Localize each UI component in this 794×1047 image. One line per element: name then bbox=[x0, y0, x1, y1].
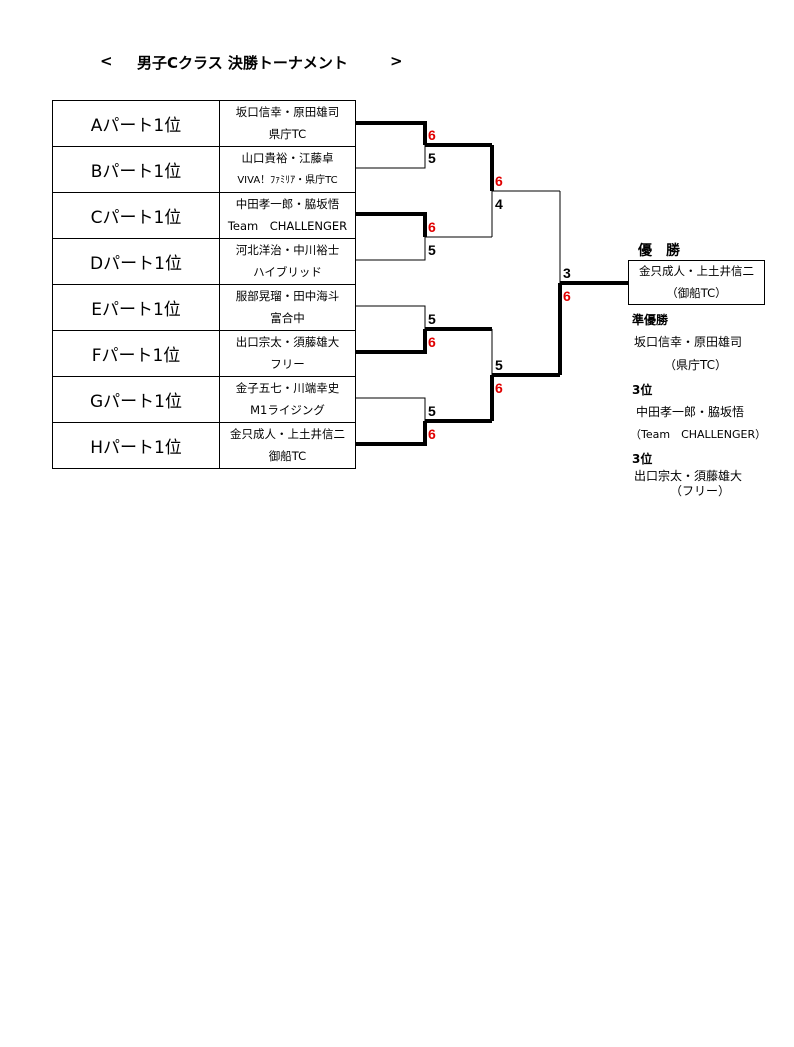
team-cell: 山口貴裕・江藤卓 VIVA！ﾌｧﾐﾘｱ・県庁TC bbox=[219, 146, 356, 193]
table-row: Bパート1位 山口貴裕・江藤卓 VIVA！ﾌｧﾐﾘｱ・県庁TC bbox=[52, 146, 356, 193]
final-score-top: 3 bbox=[563, 265, 571, 281]
team-club: フリー bbox=[270, 357, 305, 371]
entrant-table: Aパート1位 坂口信幸・原田雄司県庁TC Bパート1位 山口貴裕・江藤卓 VIVA… bbox=[52, 100, 356, 469]
title-text: 男子Cクラス 決勝トーナメント bbox=[137, 54, 348, 72]
score-h: 6 bbox=[428, 426, 436, 442]
bracket-line bbox=[356, 305, 426, 329]
score-e: 5 bbox=[428, 311, 436, 327]
score-c: 6 bbox=[428, 219, 436, 235]
team-club: ハイブリッド bbox=[253, 265, 322, 279]
team-club: M1ライジング bbox=[250, 403, 325, 417]
semi1-score-top: 6 bbox=[495, 173, 503, 189]
table-row: Gパート1位 金子五七・川端幸史 M1ライジング bbox=[52, 376, 356, 423]
bracket-line bbox=[356, 145, 426, 169]
runner-up-names: 坂口信幸・原田雄司 bbox=[634, 335, 743, 349]
score-g: 5 bbox=[428, 403, 436, 419]
bracket-line bbox=[356, 397, 426, 421]
third-label-1: 3位 bbox=[632, 383, 653, 397]
title-left-bracket: < bbox=[100, 52, 113, 70]
part-label: Aパート1位 bbox=[52, 100, 220, 147]
part-label: Gパート1位 bbox=[52, 376, 220, 423]
team-names: 坂口信幸・原田雄司 bbox=[235, 105, 340, 119]
page-title: < 男子Cクラス 決勝トーナメント > bbox=[100, 52, 420, 74]
bracket-line bbox=[356, 237, 426, 261]
score-b: 5 bbox=[428, 150, 436, 166]
bracket-line bbox=[356, 121, 427, 145]
team-cell: 金只成人・上土井信二御船TC bbox=[219, 422, 356, 469]
team-names: 山口貴裕・江藤卓 bbox=[241, 151, 334, 165]
score-a: 6 bbox=[428, 127, 436, 143]
semi1-score-bottom: 4 bbox=[495, 196, 503, 212]
team-names: 河北洋治・中川裕士 bbox=[235, 243, 340, 257]
team-cell: 服部晃瑠・田中海斗富合中 bbox=[219, 284, 356, 331]
third-club-1: （Team CHALLENGER） bbox=[630, 428, 767, 441]
table-row: Eパート1位 服部晃瑠・田中海斗富合中 bbox=[52, 284, 356, 331]
team-names: 服部晃瑠・田中海斗 bbox=[235, 289, 340, 303]
table-row: Dパート1位 河北洋治・中川裕士ハイブリッド bbox=[52, 238, 356, 285]
team-cell: 出口宗太・須藤雄大フリー bbox=[219, 330, 356, 377]
champion-box: 金只成人・上土井信二 （御船TC） bbox=[628, 260, 765, 305]
team-club: 県庁TC bbox=[268, 127, 307, 141]
team-club: 御船TC bbox=[268, 449, 307, 463]
third-label-2: 3位 bbox=[632, 452, 653, 466]
third-names-2: 出口宗太・須藤雄大 bbox=[634, 469, 743, 483]
third-club-2: （フリー） bbox=[670, 484, 731, 498]
bracket-line bbox=[356, 421, 427, 446]
bracket-line bbox=[356, 329, 427, 354]
score-d: 5 bbox=[428, 242, 436, 258]
table-row: Fパート1位 出口宗太・須藤雄大フリー bbox=[52, 330, 356, 377]
semi2-score-top: 5 bbox=[495, 357, 503, 373]
team-cell: 金子五七・川端幸史 M1ライジング bbox=[219, 376, 356, 423]
runner-up-club: （県庁TC） bbox=[664, 358, 728, 372]
runner-up-label: 準優勝 bbox=[632, 313, 669, 327]
part-label: Eパート1位 bbox=[52, 284, 220, 331]
table-row: Hパート1位 金只成人・上土井信二御船TC bbox=[52, 422, 356, 469]
team-names: 中田孝一郎・脇坂悟 bbox=[235, 197, 340, 211]
champion-club: （御船TC） bbox=[666, 286, 727, 300]
team-cell: 坂口信幸・原田雄司県庁TC bbox=[219, 100, 356, 147]
part-label: Bパート1位 bbox=[52, 146, 220, 193]
bracket-line bbox=[356, 212, 427, 237]
part-label: Hパート1位 bbox=[52, 422, 220, 469]
table-row: Aパート1位 坂口信幸・原田雄司県庁TC bbox=[52, 100, 356, 147]
score-f: 6 bbox=[428, 334, 436, 350]
part-label: Dパート1位 bbox=[52, 238, 220, 285]
champion-label: 優 勝 bbox=[638, 243, 680, 259]
team-names: 金只成人・上土井信二 bbox=[230, 427, 345, 441]
team-names: 金子五七・川端幸史 bbox=[235, 381, 340, 395]
final-score-bottom: 6 bbox=[563, 288, 571, 304]
team-names: 出口宗太・須藤雄大 bbox=[235, 335, 340, 349]
third-names-1: 中田孝一郎・脇坂悟 bbox=[636, 405, 745, 419]
team-club: Team CHALLENGER bbox=[227, 219, 348, 233]
part-label: Cパート1位 bbox=[52, 192, 220, 239]
semi2-score-bottom: 6 bbox=[495, 380, 503, 396]
team-club: VIVA！ﾌｧﾐﾘｱ・県庁TC bbox=[237, 175, 338, 186]
team-club: 富合中 bbox=[270, 311, 305, 325]
part-label: Fパート1位 bbox=[52, 330, 220, 377]
champion-names: 金只成人・上土井信二 bbox=[639, 264, 754, 278]
title-right-bracket: > bbox=[390, 52, 403, 70]
team-cell: 河北洋治・中川裕士ハイブリッド bbox=[219, 238, 356, 285]
